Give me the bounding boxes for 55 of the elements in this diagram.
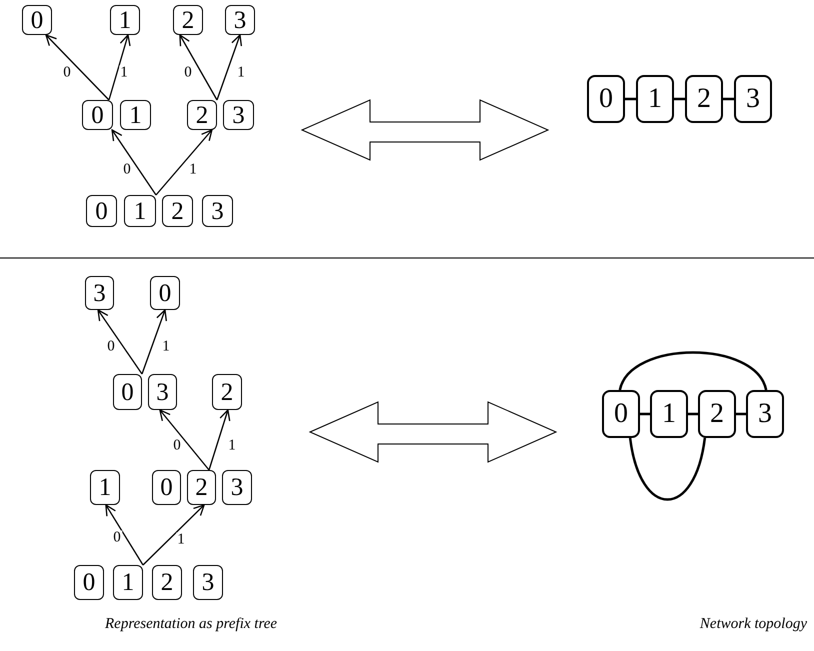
tree-node-box: 3	[222, 470, 252, 505]
tree-node-box: 1	[124, 195, 156, 227]
tree-node-box: 0	[74, 565, 104, 600]
network-node-box: 1	[636, 75, 674, 123]
tree-node-box: 2	[162, 195, 193, 227]
tree-node-box: 0	[22, 5, 52, 35]
tree-node-box: 0	[150, 276, 180, 310]
tree-node-box: 0	[113, 374, 142, 410]
tree-node-box: 0	[82, 100, 113, 130]
network-node-box: 1	[650, 390, 688, 438]
arrow	[179, 34, 218, 100]
tree-node-box: 0	[86, 195, 117, 227]
tree-node-box: 2	[187, 470, 216, 505]
tree-node-box: 2	[152, 565, 182, 600]
tree-node-box: 2	[187, 100, 217, 130]
arrow	[216, 34, 242, 100]
network-node-box: 0	[587, 75, 625, 123]
panel-caption: Network topology	[700, 616, 807, 633]
tree-node-box: 3	[148, 374, 177, 410]
tree-node-box: 1	[120, 100, 151, 130]
connector-line	[674, 98, 685, 100]
tree-node-box: 3	[202, 195, 233, 227]
connector-line	[640, 412, 650, 416]
arrow	[111, 129, 157, 196]
tree-node-box: 1	[113, 565, 143, 600]
connector-line	[628, 438, 706, 501]
network-node-box: 3	[746, 390, 784, 438]
connector-line	[618, 351, 768, 390]
arrow	[97, 309, 143, 374]
arrow	[142, 504, 205, 566]
tree-node-box: 1	[110, 5, 140, 35]
tree-node-box: 3	[193, 565, 223, 600]
arrow	[159, 409, 210, 470]
network-node-box: 2	[698, 390, 736, 438]
network-node-box: 2	[685, 75, 723, 123]
panel-caption: Representation as prefix tree	[105, 616, 278, 633]
tree-node-box: 2	[173, 5, 203, 35]
network-node-box: 3	[734, 75, 772, 123]
tree-node-box: 1	[90, 470, 120, 505]
arrow	[208, 409, 230, 470]
tree-node-box: 3	[223, 100, 254, 130]
arrow	[141, 309, 167, 374]
network-node-box: 0	[602, 390, 640, 438]
arrow	[156, 129, 213, 196]
tree-node-box: 2	[212, 374, 242, 410]
tree-node-box: 3	[85, 276, 114, 310]
connector-line	[625, 98, 636, 100]
arrow	[45, 34, 110, 100]
tree-node-box: 3	[225, 5, 255, 35]
arrow	[108, 34, 131, 100]
connector-line	[736, 412, 746, 416]
tree-node-box: 0	[152, 470, 181, 505]
arrow	[105, 504, 144, 566]
connector-line	[723, 98, 734, 100]
connector-line	[688, 412, 698, 416]
